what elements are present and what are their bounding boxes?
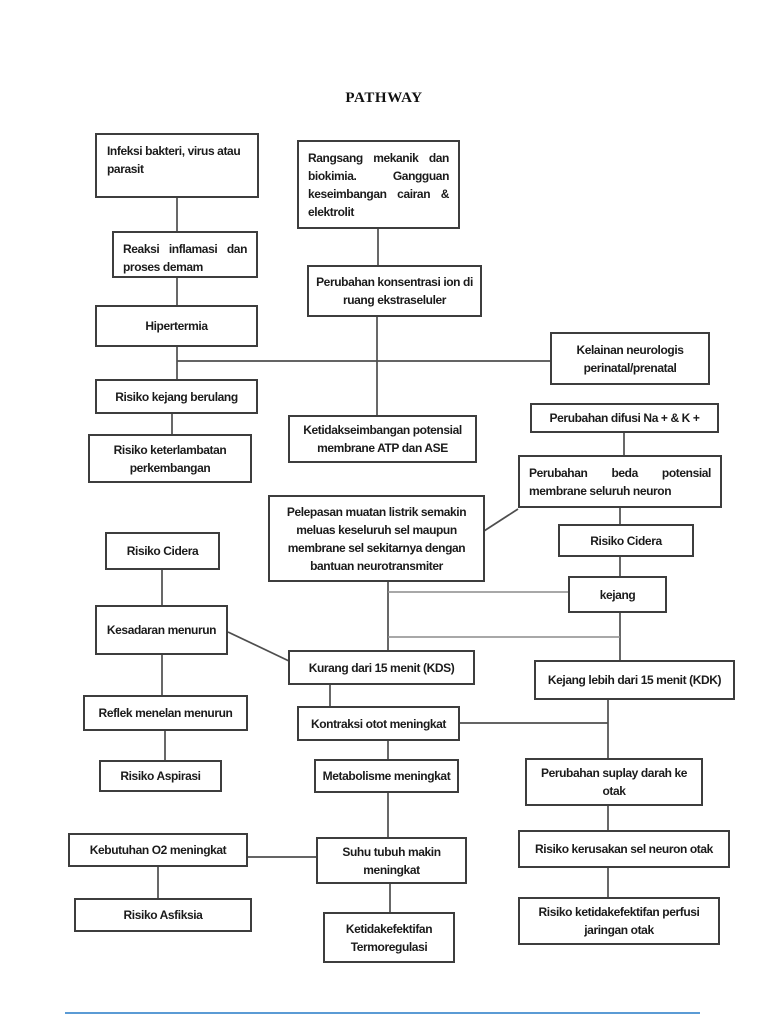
node-kds: Kurang dari 15 menit (KDS): [288, 650, 475, 685]
node-risiko-keterlambatan: Risiko keterlambatan perkembangan: [88, 434, 252, 483]
node-risiko-cidera-left: Risiko Cidera: [105, 532, 220, 570]
node-kebutuhan-o2: Kebutuhan O2 meningkat: [68, 833, 248, 867]
node-infeksi-bakteri: Infeksi bakteri, virus atau parasit: [95, 133, 259, 198]
node-kesadaran-menurun: Kesadaran menurun: [95, 605, 228, 655]
node-ketidakefektifan-termoregulasi: Ketidakefektifan Termoregulasi: [323, 912, 455, 963]
node-perubahan-suplay-darah: Perubahan suplay darah ke otak: [525, 758, 703, 806]
node-kontraksi-otot: Kontraksi otot meningkat: [297, 706, 460, 741]
node-hipertermia: Hipertermia: [95, 305, 258, 347]
node-risiko-kejang-berulang: Risiko kejang berulang: [95, 379, 258, 414]
node-metabolisme: Metabolisme meningkat: [314, 759, 459, 793]
node-reflek-menelan: Reflek menelan menurun: [83, 695, 248, 731]
node-risiko-aspirasi: Risiko Aspirasi: [99, 760, 222, 792]
node-perubahan-beda-potensial: Perubahan beda potensial membrane seluru…: [518, 455, 722, 508]
node-risiko-perfusi: Risiko ketidakefektifan perfusi jaringan…: [518, 897, 720, 945]
page-boundary-line: [65, 1012, 700, 1014]
node-risiko-kerusakan-neuron: Risiko kerusakan sel neuron otak: [518, 830, 730, 868]
node-perubahan-konsentrasi-ion: Perubahan konsentrasi ion di ruang ekstr…: [307, 265, 482, 317]
node-ketidakseimbangan-potensial: Ketidakseimbangan potensial membrane ATP…: [288, 415, 477, 463]
node-perubahan-difusi: Perubahan difusi Na + & K +: [530, 403, 719, 433]
page-title: PATHWAY: [345, 90, 423, 106]
node-reaksi-inflamasi: Reaksi inflamasi dan proses demam: [112, 231, 258, 278]
node-kejang: kejang: [568, 576, 667, 613]
node-risiko-cidera-right: Risiko Cidera: [558, 524, 694, 557]
node-risiko-asfiksia: Risiko Asfiksia: [74, 898, 252, 932]
node-rangsang-mekanik: Rangsang mekanik dan biokimia. Gangguan …: [297, 140, 460, 229]
node-suhu-tubuh: Suhu tubuh makin meningkat: [316, 837, 467, 884]
node-kdk: Kejang lebih dari 15 menit (KDK): [534, 660, 735, 700]
node-pelepasan-muatan-listrik: Pelepasan muatan listrik semakin meluas …: [268, 495, 485, 582]
node-kelainan-neurologis: Kelainan neurologis perinatal/prenatal: [550, 332, 710, 385]
